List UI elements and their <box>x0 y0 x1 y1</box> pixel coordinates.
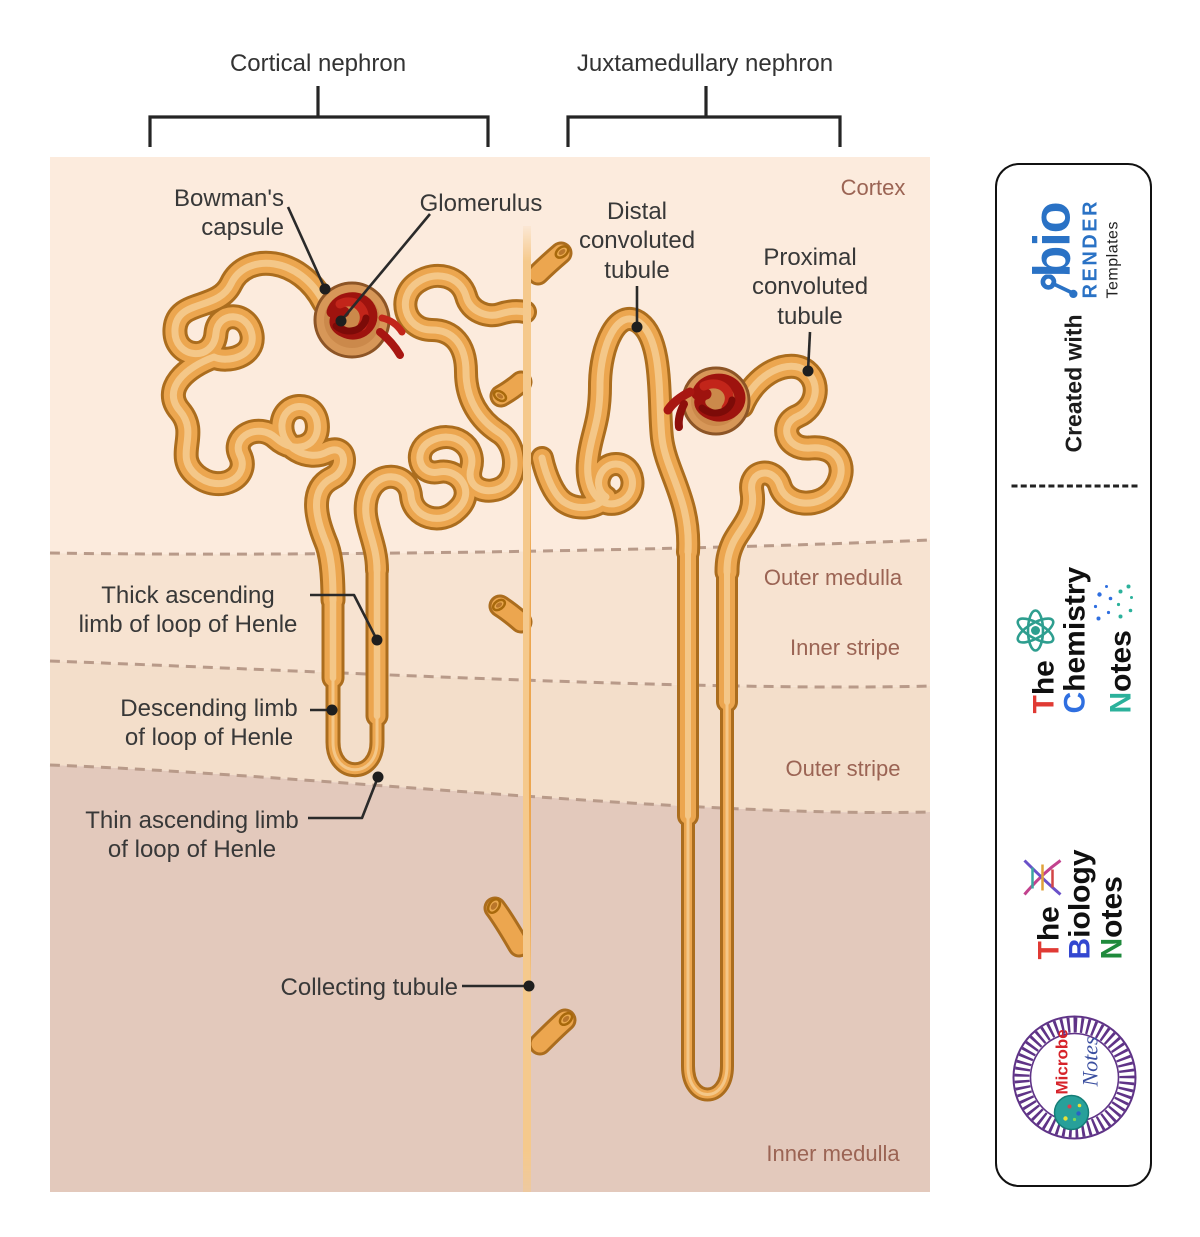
cortical-glomerulus <box>313 281 406 359</box>
chemistry-notes-word2: Chemistry <box>1057 566 1091 713</box>
chemistry-notes-logo: The Chemistry Notes <box>1011 517 1137 713</box>
glomerulus-label: Glomerulus <box>419 190 543 217</box>
juxtamedullary-glomerulus <box>663 366 751 436</box>
collecting-tubule-label: Collecting tubule <box>280 974 458 1001</box>
region-label-cortex: Cortex <box>840 175 906 200</box>
chemistry-notes-word1: The <box>1026 659 1060 713</box>
cortical-nephron-title: Cortical nephron <box>229 50 407 77</box>
region-band-outer-medulla <box>50 540 930 688</box>
dna-icon <box>1023 858 1062 895</box>
branding-sidebar: Microbe Notes The <box>995 163 1152 1187</box>
proximal-convoluted-tubule-label: Proximal convoluted tubule <box>751 244 869 330</box>
thick-ascending-limb-label: Thick ascending limb of loop of Henle <box>78 582 298 639</box>
collecting-duct-branches <box>486 244 575 1044</box>
atom-icon <box>1015 608 1054 651</box>
region-label-inner-stripe: Inner stripe <box>789 635 901 660</box>
label-leader-lines <box>286 206 812 988</box>
region-band-outer-stripe <box>50 661 930 813</box>
juxtamedullary-nephron-bracket <box>566 86 842 147</box>
sidebar-divider <box>1010 484 1137 487</box>
biology-notes-logo: The Biology Notes <box>1020 769 1128 959</box>
label-dots <box>319 283 814 992</box>
created-with-label: Created with <box>1060 313 1086 452</box>
distal-convoluted-tubule-label: Distal convoluted tubule <box>578 198 696 284</box>
region-band-inner-medulla <box>50 765 930 1192</box>
microbe-notes-word1: Microbe <box>1052 1029 1071 1094</box>
branch-open-ends <box>486 245 574 1027</box>
juxtamedullary-nephron-title: Juxtamedullary nephron <box>576 50 834 77</box>
region-boundary-dashed-lines <box>49 538 931 815</box>
descending-limb-label: Descending limb of loop of Henle <box>120 695 298 752</box>
microbe-cell-icon <box>1052 1094 1089 1130</box>
collecting-duct <box>524 226 530 1192</box>
biology-notes-word2: Biology <box>1063 848 1097 959</box>
dots-sparkle-icon <box>1093 583 1133 620</box>
microbe-notes-word2: Notes <box>1077 1036 1102 1087</box>
chemistry-notes-word3: Notes <box>1103 629 1137 713</box>
region-label-inner-medulla: Inner medulla <box>766 1141 900 1166</box>
biology-notes-word1: The <box>1032 905 1066 959</box>
biology-notes-word3: Notes <box>1094 875 1128 959</box>
microbe-notes-logo-icon: Microbe Notes <box>1011 1015 1136 1139</box>
biorender-subtitle: Templates <box>1104 220 1121 298</box>
biorender-logo-icon: bio RENDER Templates <box>1023 198 1121 298</box>
dna-ring-icon <box>1013 1017 1134 1137</box>
cortical-nephron-bracket <box>148 86 490 147</box>
biorender-molecule-icon <box>1040 273 1077 298</box>
region-label-outer-medulla: Outer medulla <box>763 565 903 590</box>
biorender-wordmark: bio <box>1023 201 1081 277</box>
region-label-outer-stripe: Outer stripe <box>785 756 901 781</box>
thin-ascending-limb-label: Thin ascending limb of loop of Henle <box>85 807 299 864</box>
biorender-name: RENDER <box>1079 198 1101 298</box>
bowmans-capsule-label: Bowman's capsule <box>174 185 284 242</box>
